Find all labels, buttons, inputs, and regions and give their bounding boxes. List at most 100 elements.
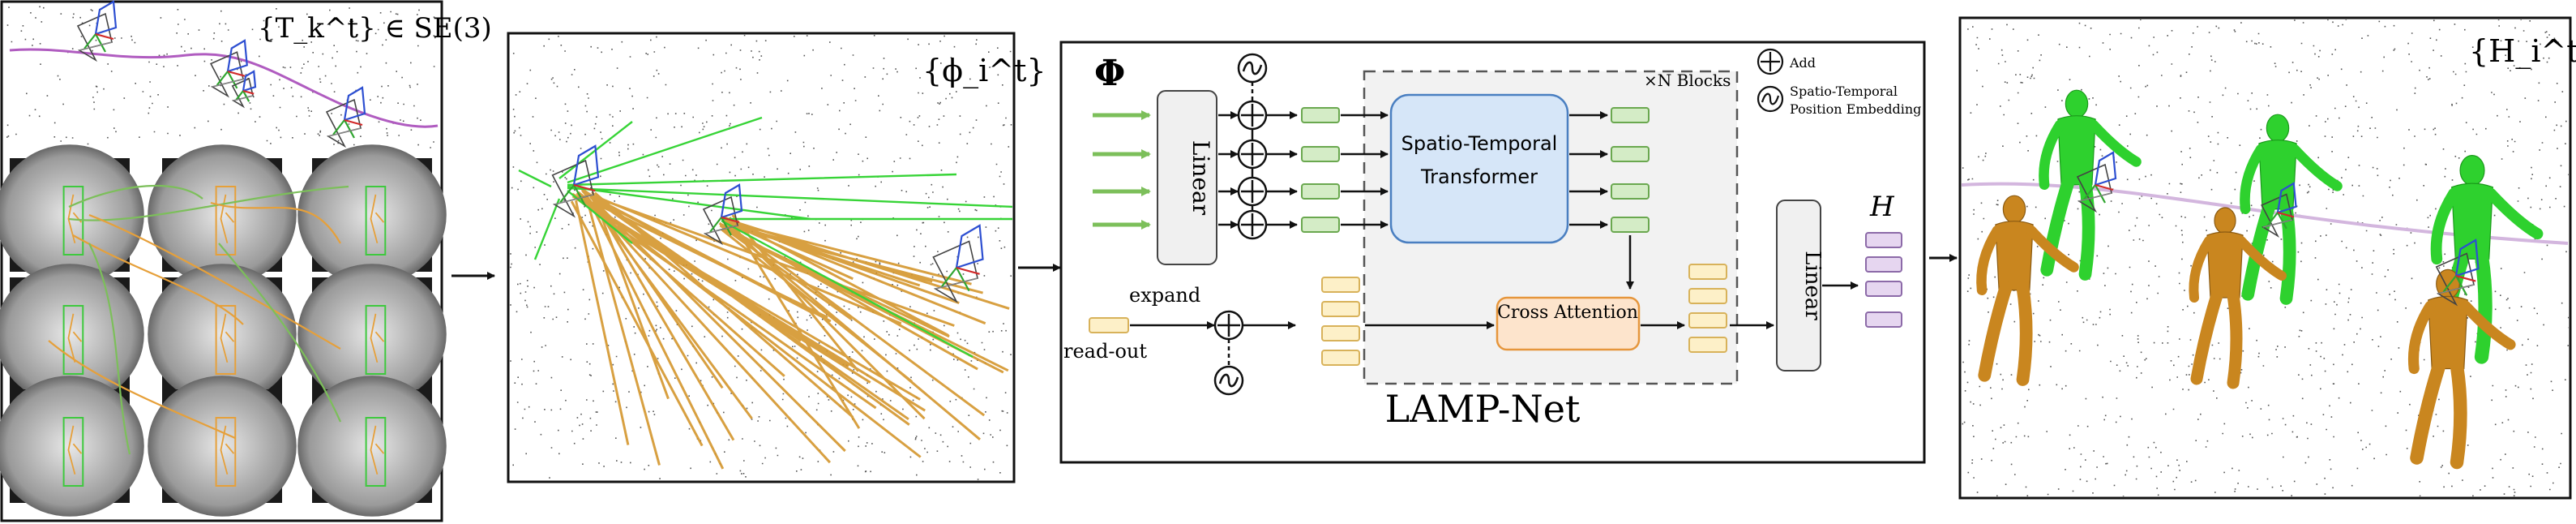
camera-image bbox=[0, 376, 144, 517]
track-line bbox=[88, 213, 341, 350]
track-line bbox=[88, 243, 131, 455]
legend-pe-label-2: Position Embedding bbox=[1790, 101, 1921, 117]
token bbox=[1301, 217, 1340, 233]
token bbox=[1688, 312, 1727, 329]
human-mesh bbox=[2039, 89, 2142, 281]
camera-image bbox=[297, 264, 447, 405]
camera-rig bbox=[209, 39, 248, 98]
human-meshes bbox=[1976, 89, 2544, 470]
ray-set-label: {ϕ_i^t} bbox=[922, 53, 1046, 89]
token bbox=[1688, 288, 1727, 304]
camera-rigs bbox=[551, 144, 984, 303]
input-panel: {T_k^t} ∈ SE(3) bbox=[0, 0, 492, 522]
query-token-stack bbox=[1688, 264, 1727, 353]
camera-image bbox=[148, 144, 297, 286]
n-blocks-label: ×N Blocks bbox=[1644, 71, 1731, 90]
pose-set-label: {T_k^t} ∈ SE(3) bbox=[258, 12, 492, 45]
rays-panel: {ϕ_i^t} bbox=[507, 32, 1046, 483]
detection-tracks bbox=[48, 184, 349, 455]
camera-rig bbox=[702, 183, 743, 246]
token bbox=[1865, 281, 1902, 297]
linear-input-box bbox=[1157, 90, 1217, 265]
camera-image bbox=[297, 144, 447, 286]
track-line bbox=[72, 234, 244, 325]
linear-input-label: Linear bbox=[1187, 140, 1214, 216]
token-rows bbox=[1218, 100, 1650, 240]
token bbox=[1321, 350, 1360, 366]
token bbox=[1688, 337, 1727, 353]
camera-image bbox=[0, 144, 144, 286]
token bbox=[1321, 325, 1360, 341]
token-row bbox=[1218, 100, 1650, 131]
token bbox=[1611, 183, 1650, 200]
token bbox=[1865, 232, 1902, 248]
cross-attention-box bbox=[1496, 296, 1641, 351]
lamp-net-panel: ×N Blocks Φ Linear Spatio-Temporal Trans… bbox=[1059, 41, 1926, 464]
cross-attention-label: Cross Attention bbox=[1497, 303, 1638, 323]
camera-rig bbox=[2076, 151, 2117, 213]
human-mesh bbox=[2189, 207, 2287, 389]
token bbox=[1321, 277, 1360, 293]
token bbox=[1611, 107, 1650, 123]
track-line bbox=[68, 185, 349, 221]
readout-label: read-out bbox=[1063, 340, 1147, 363]
camera-image-grid bbox=[0, 144, 447, 517]
token bbox=[1865, 311, 1902, 328]
position-embedding-top bbox=[1237, 53, 1268, 104]
readout-token bbox=[1089, 317, 1129, 333]
point-cloud bbox=[6, 6, 436, 148]
position-embedding-bottom bbox=[1213, 339, 1244, 396]
legend-add-label: Add bbox=[1789, 55, 1816, 71]
token-row bbox=[1218, 176, 1650, 207]
human-set-label: {H_i^t} bbox=[2469, 33, 2576, 70]
track-line bbox=[48, 340, 236, 440]
camera-rig bbox=[2435, 238, 2480, 307]
input-ray-arrows bbox=[1093, 110, 1151, 230]
camera-rig bbox=[76, 0, 118, 62]
h-label: H bbox=[1869, 191, 1895, 223]
token bbox=[1301, 107, 1340, 123]
linear-output-box bbox=[1776, 200, 1821, 372]
token-row bbox=[1218, 209, 1650, 240]
camera-rigs bbox=[76, 0, 366, 148]
token bbox=[1865, 256, 1902, 273]
camera-rig bbox=[551, 144, 600, 218]
legend-add-icon bbox=[1757, 48, 1784, 75]
camera-rig bbox=[325, 86, 366, 148]
track-line bbox=[68, 184, 203, 208]
ray-bundle bbox=[518, 116, 1012, 470]
token bbox=[1611, 146, 1650, 162]
camera-image bbox=[148, 376, 297, 517]
camera-image bbox=[148, 264, 297, 405]
token-row bbox=[1218, 139, 1650, 170]
legend-pe-icon bbox=[1757, 85, 1784, 113]
token bbox=[1688, 264, 1727, 280]
stt-label-line1: Spatio-Temporal bbox=[1401, 132, 1558, 155]
token bbox=[1611, 217, 1650, 233]
output-token-stack bbox=[1865, 232, 1902, 328]
camera-rig bbox=[2261, 182, 2297, 238]
expand-label: expand bbox=[1129, 284, 1200, 307]
track-line bbox=[218, 243, 342, 423]
token bbox=[1301, 146, 1340, 162]
human-mesh bbox=[1976, 195, 2079, 386]
readout-token-stack bbox=[1321, 277, 1360, 366]
linear-output-label: Linear bbox=[1800, 251, 1825, 320]
camera-rigs bbox=[2076, 151, 2480, 307]
camera-rig bbox=[231, 70, 257, 109]
spatio-temporal-transformer-box bbox=[1389, 93, 1569, 244]
token bbox=[1321, 301, 1360, 317]
lamp-net-title: LAMP-Net bbox=[1385, 387, 1581, 431]
stt-label-line2: Transformer bbox=[1420, 165, 1538, 188]
readout-add bbox=[1213, 310, 1244, 341]
legend-pe-label-1: Spatio-Temporal bbox=[1790, 84, 1898, 99]
camera-rig bbox=[932, 224, 984, 303]
phi-label: Φ bbox=[1094, 53, 1125, 94]
point-cloud bbox=[1962, 19, 2569, 496]
token bbox=[1301, 183, 1340, 200]
output-panel: {H_i^t} bbox=[1958, 16, 2576, 500]
camera-image bbox=[297, 376, 447, 517]
track-line bbox=[210, 201, 341, 244]
legend: Add Spatio-Temporal Position Embedding bbox=[1757, 48, 1921, 117]
